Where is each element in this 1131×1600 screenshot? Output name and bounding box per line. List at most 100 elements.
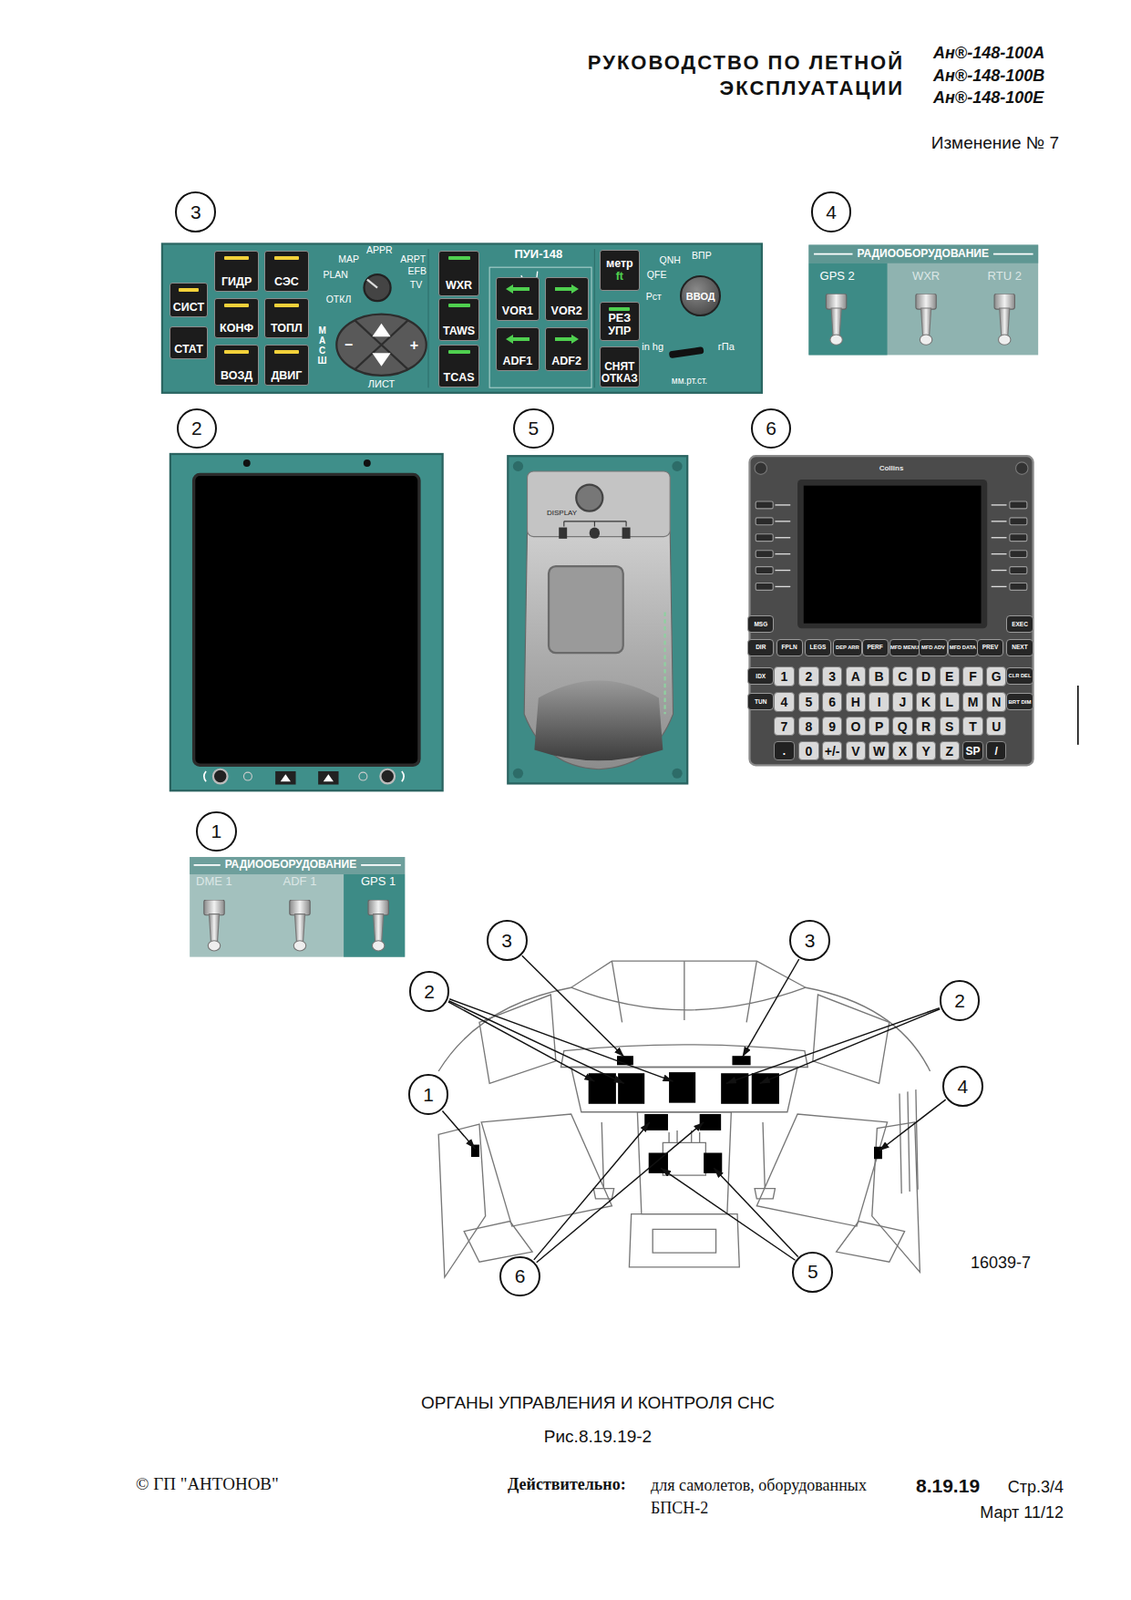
node-label: NEXT — [1011, 644, 1028, 651]
alphanumeric-key: L — [939, 691, 960, 711]
panel-button: РЕЗ УПР — [599, 301, 640, 341]
alphanumeric-key: 5 — [798, 691, 819, 711]
alphanumeric-key: S — [939, 716, 960, 736]
line-select-key — [755, 550, 773, 558]
unit-location-mark — [648, 1152, 669, 1173]
control-display-unit — [749, 455, 1033, 765]
panel-label: Рст — [646, 291, 662, 303]
cockpit-outline — [571, 960, 806, 1022]
alphanumeric-key: 3 — [822, 666, 843, 686]
cursor-control-unit — [524, 530, 673, 770]
alphanumeric-key: U — [986, 716, 1007, 736]
cursor-control-unit — [513, 768, 524, 779]
node-label: Z — [945, 744, 955, 758]
panel-label: GPS 2 — [820, 269, 855, 283]
panel-button: метрft — [599, 249, 640, 291]
cockpit-outline — [481, 1113, 887, 1226]
display-unit — [359, 771, 368, 781]
node-label: CLR DEL — [1008, 673, 1032, 679]
callout-number: 5 — [513, 408, 555, 450]
alphanumeric-key: K — [915, 691, 936, 711]
node-label: D — [921, 669, 931, 683]
alphanumeric-key: I — [868, 691, 889, 711]
function-key: LEGS — [804, 638, 832, 657]
cockpit-outline — [560, 1044, 808, 1068]
node-label: SP — [966, 745, 981, 757]
cockpit-outline — [463, 1220, 905, 1262]
indicator-light — [274, 349, 299, 354]
key-dash — [774, 553, 791, 555]
node-label: IDX — [755, 673, 766, 680]
panel-label: MAP — [338, 255, 360, 267]
control-display-unit — [1016, 462, 1029, 474]
panel-label: RTU 2 — [987, 269, 1022, 283]
key-dash — [991, 536, 1008, 538]
node-label: / — [995, 745, 998, 757]
panel-label: МАСШ — [318, 325, 328, 366]
cursor-control-unit — [663, 611, 666, 714]
function-key: MFD ADV — [918, 638, 948, 657]
node-label: O — [850, 719, 861, 733]
radio-switch-panel — [289, 899, 310, 951]
node-label: K — [921, 695, 931, 709]
callout-number: 2 — [176, 408, 218, 450]
node-label: 5 — [804, 695, 813, 709]
display-unit — [363, 459, 371, 467]
line-select-key — [755, 583, 773, 591]
panel-label: Collins — [879, 463, 905, 473]
node-label: 9 — [828, 719, 836, 733]
alphanumeric-key: 2 — [798, 666, 819, 686]
node-label: VOR2 — [551, 305, 583, 318]
panel-button: WXR — [438, 250, 480, 296]
control-display-unit — [755, 501, 1028, 590]
alphanumeric-key: 1 — [773, 666, 794, 686]
control-panel — [162, 243, 762, 392]
display-unit — [275, 771, 296, 785]
alphanumeric-key: SP — [962, 740, 983, 761]
unit-location-mark — [617, 1072, 645, 1104]
key-dash — [774, 536, 791, 538]
node-label: E — [945, 669, 954, 683]
key-dash — [774, 520, 791, 522]
callout-number: 4 — [942, 1065, 984, 1107]
panel-label: DME 1 — [195, 874, 233, 888]
function-key: PREV — [976, 638, 1004, 657]
arrow-indicator — [555, 334, 579, 344]
key-dash — [991, 503, 1008, 505]
cockpit-outline — [479, 994, 890, 1083]
line-select-key — [755, 501, 773, 509]
alphanumeric-key: R — [915, 716, 936, 736]
function-key: DIR — [747, 638, 774, 657]
page-note: Действительно: — [507, 1474, 627, 1494]
radio-switch-panel — [808, 245, 1039, 264]
panel-label: WXR — [912, 269, 940, 283]
line-select-key — [755, 517, 773, 525]
unit-location-mark — [668, 1070, 697, 1104]
unit-location-mark — [471, 1144, 480, 1157]
node-label: DIR — [755, 644, 766, 651]
node-label: PREV — [982, 644, 999, 651]
node-label: 1 — [781, 669, 789, 683]
key-dash — [991, 586, 1008, 587]
panel-label: GPS 1 — [360, 874, 396, 888]
alphanumeric-key: B — [868, 666, 889, 686]
display-unit — [170, 453, 443, 791]
callout-number: 2 — [939, 979, 981, 1021]
cursor-control-unit — [558, 527, 567, 539]
alphanumeric-key: 7 — [773, 716, 794, 736]
arrow-indicator — [505, 334, 530, 344]
radio-switch-panel: РАДИООБОРУДОВАНИЕDME 1ADF 1GPS 1 — [189, 856, 405, 957]
baro-knob: ВВОД — [679, 275, 721, 317]
node-label: 4 — [781, 695, 789, 709]
alphanumeric-key: W — [868, 740, 889, 761]
node-label: U — [991, 719, 1001, 733]
node-label: +/- — [824, 744, 841, 758]
arrow-indicator — [505, 284, 530, 294]
panel-label: РАДИООБОРУДОВАНИЕ — [225, 858, 357, 871]
node-label: 5 — [527, 417, 539, 440]
alphanumeric-key: X — [892, 740, 913, 761]
function-key: FPLN — [776, 638, 803, 657]
node-label: 1 — [422, 1083, 434, 1106]
key-dash — [991, 569, 1008, 571]
